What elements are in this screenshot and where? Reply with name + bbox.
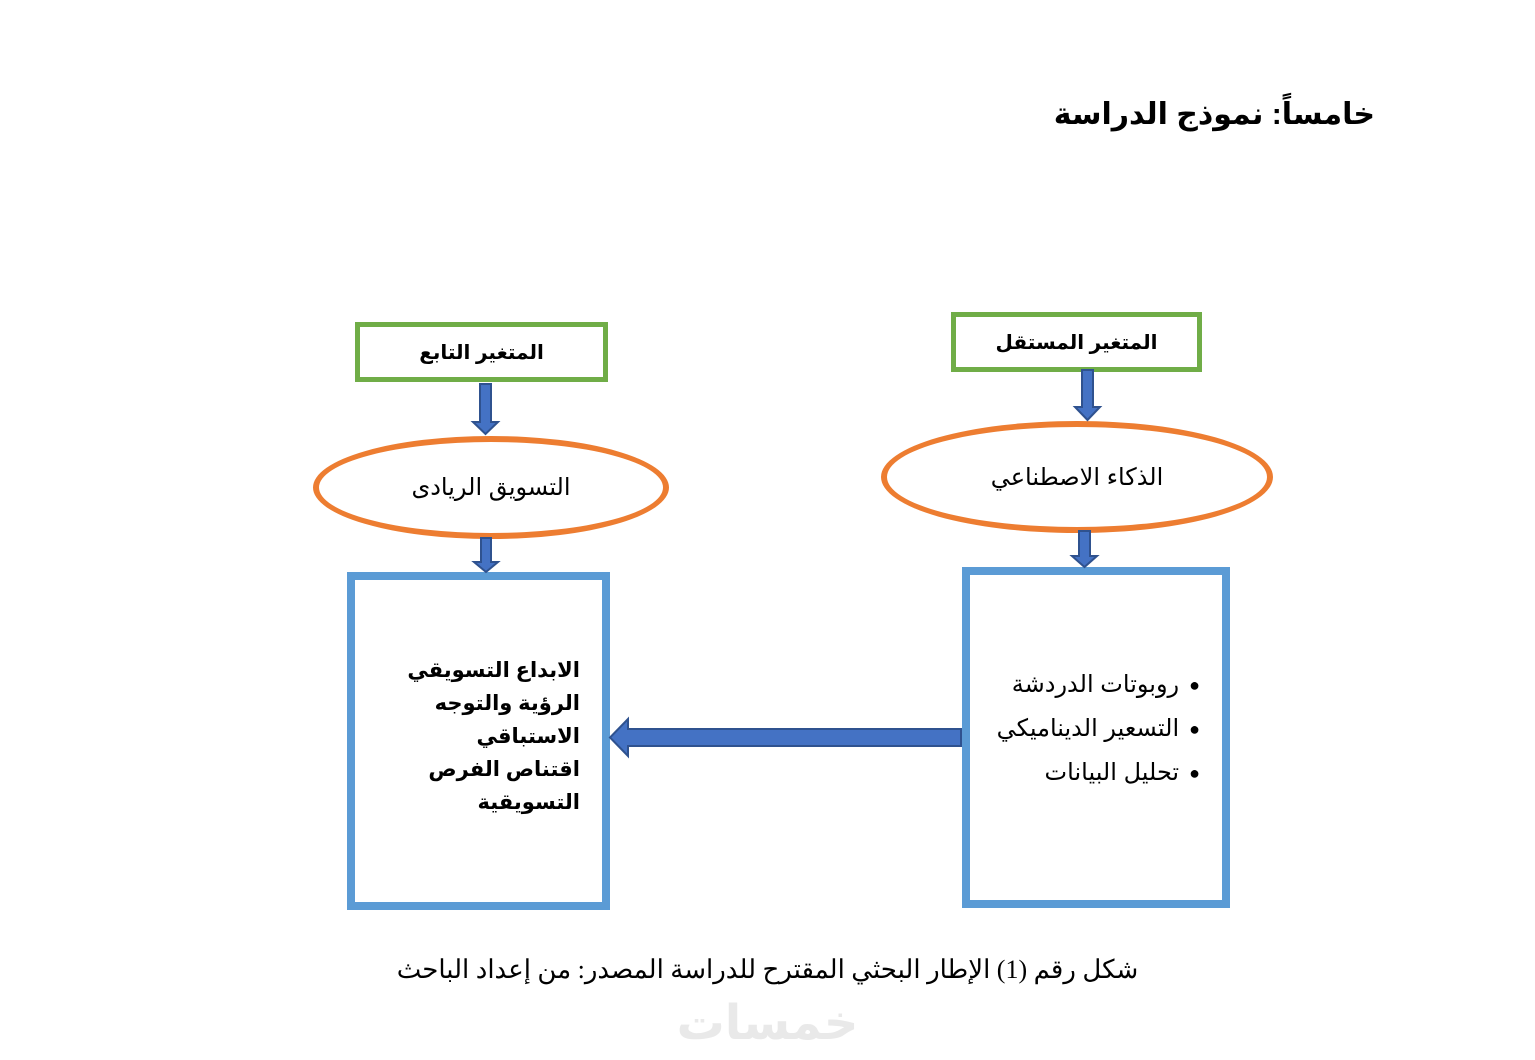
independent-variable-box: المتغير المستقل <box>951 312 1202 372</box>
ai-dimension-text: تحليل البيانات <box>1044 759 1180 787</box>
arrow-down-icon <box>1069 530 1100 569</box>
dependent-variable-box: المتغير التابع <box>355 322 608 382</box>
watermark-logo: خمسات <box>676 997 859 1050</box>
arrow-left-icon <box>608 716 962 759</box>
marketing-dimensions-box: الابداع التسويقي الرؤية والتوجه الاستباق… <box>347 572 610 910</box>
marketing-dimension-line: الاستباقي <box>476 725 580 748</box>
bullet-icon: ● <box>1189 719 1200 740</box>
section-heading: خامساً: نموذج الدراسة <box>1053 98 1375 131</box>
marketing-concept-ellipse: التسويق الريادى <box>313 436 669 539</box>
marketing-concept-label: التسويق الريادى <box>411 474 571 501</box>
marketing-dimensions-list: الابداع التسويقي الرؤية والتوجه الاستباق… <box>407 654 580 819</box>
independent-variable-label: المتغير المستقل <box>995 331 1158 354</box>
ai-concept-label: الذكاء الاصطناعي <box>990 463 1164 491</box>
marketing-dimension-line: الرؤية والتوجه <box>434 692 580 715</box>
ai-dimension-item: ● روبوتات الدردشة <box>997 663 1200 707</box>
dependent-variable-label: المتغير التابع <box>419 341 544 364</box>
arrow-down-icon <box>1072 369 1103 422</box>
ai-concept-ellipse: الذكاء الاصطناعي <box>881 421 1273 533</box>
ai-dimensions-box: ● روبوتات الدردشة ● التسعير الديناميكي ● تح… <box>962 567 1230 908</box>
arrow-down-icon <box>471 537 501 574</box>
figure-caption: شكل رقم (1) الإطار البحثي المقترح للدراس… <box>396 955 1139 984</box>
ai-dimensions-list: ● روبوتات الدردشة ● التسعير الديناميكي ● تح… <box>997 663 1200 795</box>
ai-dimension-item: ● التسعير الديناميكي <box>997 707 1200 751</box>
bullet-icon: ● <box>1189 675 1200 696</box>
arrow-down-icon <box>470 383 501 436</box>
marketing-dimension-line: اقتناص الفرص <box>428 758 580 781</box>
marketing-dimension-line: التسويقية <box>477 791 581 814</box>
bullet-icon: ● <box>1189 763 1200 784</box>
marketing-dimension-line: الابداع التسويقي <box>407 659 580 682</box>
ai-dimension-text: التسعير الديناميكي <box>996 715 1180 743</box>
ai-dimension-text: روبوتات الدردشة <box>1011 671 1180 698</box>
ai-dimension-item: ● تحليل البيانات <box>997 751 1200 795</box>
